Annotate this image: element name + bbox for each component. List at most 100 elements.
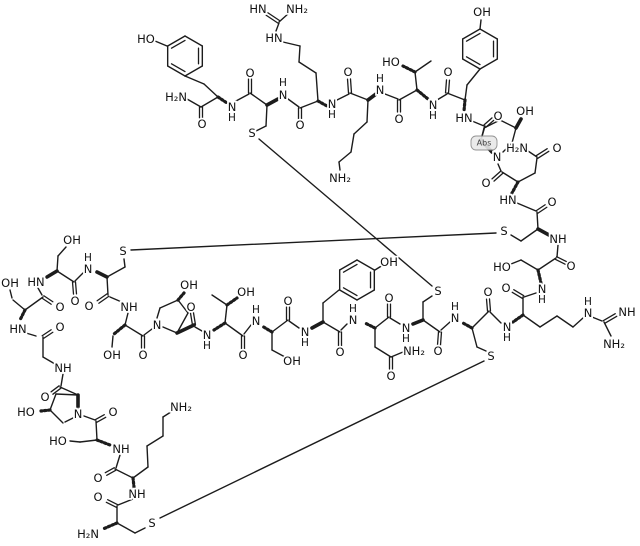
- double-bond: [436, 331, 440, 346]
- double-bond: [189, 312, 194, 326]
- single-bond: [464, 84, 468, 101]
- single-bond: [501, 171, 519, 183]
- atom-label: O: [386, 369, 395, 383]
- atom-label: N: [349, 313, 358, 327]
- atom-label: O: [108, 405, 117, 419]
- ring-bond: [356, 259, 376, 271]
- single-bond: [436, 93, 448, 101]
- single-bond: [517, 172, 536, 183]
- single-bond: [414, 60, 432, 73]
- single-bond: [527, 150, 538, 158]
- atom-label: H: [228, 112, 236, 124]
- double-bond: [52, 387, 62, 395]
- atom-label: NH₂: [403, 344, 425, 358]
- single-bond: [79, 439, 98, 443]
- hash-bond: [260, 324, 274, 334]
- single-bond: [510, 259, 522, 265]
- single-bond: [556, 315, 574, 328]
- atom-label: O: [93, 471, 102, 485]
- single-bond: [389, 317, 401, 325]
- atom-label: S: [434, 284, 441, 298]
- atom-label: O: [245, 66, 254, 80]
- ring-inner-bond: [342, 263, 358, 273]
- double-bond: [554, 258, 566, 265]
- single-bond: [499, 119, 517, 129]
- single-bond: [271, 349, 286, 358]
- atom-label: O: [197, 117, 206, 131]
- atom-label: H: [252, 304, 260, 316]
- single-bond: [56, 270, 75, 283]
- atom-label: H₂N: [506, 141, 528, 155]
- atom-label: NH₂: [286, 2, 308, 16]
- single-bond: [398, 89, 418, 101]
- double-bond: [106, 469, 117, 476]
- single-bond: [25, 332, 37, 337]
- single-bond: [69, 440, 81, 443]
- double-bond: [513, 289, 525, 297]
- double-bond: [267, 12, 281, 22]
- single-bond: [9, 289, 13, 299]
- double-bond: [511, 291, 523, 299]
- single-bond: [57, 246, 67, 257]
- single-bond: [298, 61, 317, 74]
- double-bond: [41, 297, 52, 305]
- atom-label: N: [503, 320, 512, 334]
- atom-label: NH: [112, 442, 129, 456]
- single-bond: [37, 287, 43, 296]
- atom-label: H₂N: [165, 90, 187, 104]
- single-bond: [299, 100, 319, 109]
- double-bond: [491, 170, 502, 180]
- double-bond: [192, 312, 197, 326]
- atom-label: H: [503, 332, 511, 344]
- ring-inner-bond: [465, 56, 481, 66]
- single-bond: [123, 258, 126, 268]
- atom-label: HN: [499, 193, 516, 207]
- atom-label: N: [376, 83, 385, 97]
- atom-label: H: [538, 294, 546, 306]
- atom-label: O: [186, 300, 195, 314]
- single-bond: [130, 232, 497, 251]
- atom-label: O: [40, 390, 49, 404]
- single-bond: [422, 319, 441, 333]
- atom-label: O: [55, 300, 64, 314]
- single-bond: [603, 321, 612, 337]
- double-bond: [50, 385, 60, 393]
- single-bond: [265, 104, 268, 127]
- single-bond: [350, 133, 355, 153]
- atom-label: N: [402, 321, 411, 335]
- hash-bond: [95, 438, 112, 447]
- single-bond: [186, 98, 202, 108]
- double-bond: [439, 331, 443, 346]
- single-bond: [55, 393, 79, 396]
- ring-inner-bond: [170, 39, 186, 49]
- atom-label: O: [547, 195, 556, 209]
- wedge-bond: [45, 269, 59, 279]
- single-bond: [255, 125, 267, 132]
- single-bond: [159, 360, 485, 519]
- double-bond: [71, 281, 75, 295]
- atom-label: H: [376, 73, 384, 85]
- single-bond: [537, 257, 557, 271]
- single-bond: [338, 151, 352, 163]
- atom-label: HN: [455, 111, 472, 125]
- atom-label: O: [138, 348, 147, 362]
- ring-bond: [479, 28, 499, 40]
- atom-label: S: [500, 224, 507, 238]
- ring-inner-bond: [170, 63, 186, 73]
- single-bond: [194, 326, 203, 332]
- single-bond: [12, 299, 26, 311]
- atom-label: O: [343, 65, 352, 79]
- atom-label: H: [402, 333, 410, 345]
- wedge-bond: [536, 227, 551, 237]
- atom-label: N: [301, 325, 310, 339]
- double-bond: [447, 79, 451, 94]
- atom-label: N: [328, 97, 337, 111]
- single-bond: [162, 326, 178, 334]
- atom-label: HO: [137, 32, 155, 46]
- single-bond: [106, 276, 109, 296]
- double-bond: [105, 501, 117, 508]
- single-bond: [522, 314, 541, 328]
- ring-bond: [166, 65, 186, 77]
- atom-label: N: [84, 262, 93, 276]
- atom-label: HN: [9, 322, 26, 336]
